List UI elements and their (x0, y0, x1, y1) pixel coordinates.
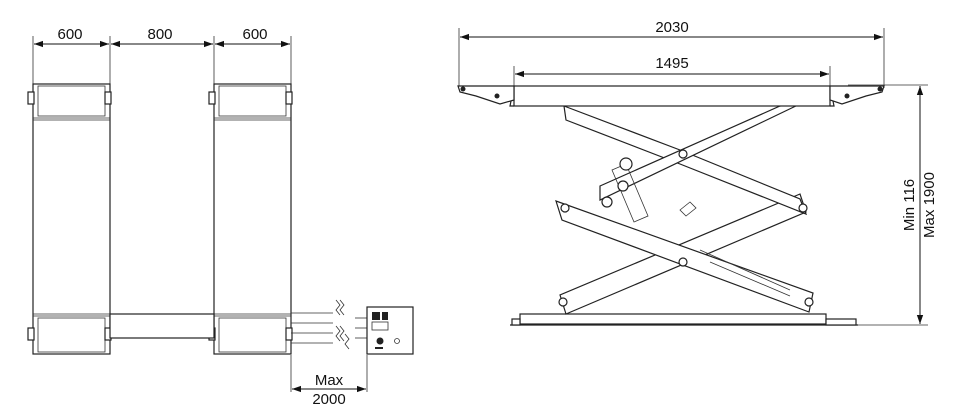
dim-platform-length-label: 1495 (655, 55, 688, 72)
hydraulic-hoses (291, 299, 367, 350)
control-unit (366, 306, 414, 355)
dim-gap-label: 800 (147, 26, 172, 43)
top-platform (509, 85, 835, 107)
dim-right-width-label: 600 (242, 26, 267, 43)
dim-left-width-label: 600 (57, 26, 82, 43)
left-platform (27, 83, 112, 355)
base-plate (510, 313, 858, 326)
dim-min-height-label: Min 116 (901, 179, 918, 231)
dim-overall-length-label: 2030 (655, 19, 688, 36)
scissor-mechanism (555, 103, 814, 315)
cross-member (109, 313, 215, 339)
side-view: 2030 1495 Min 116 Max 1900 (457, 19, 938, 326)
top-view: 600 800 600 (27, 26, 414, 407)
dim-max-label: Max (315, 372, 344, 389)
left-ramp-extension (457, 85, 515, 105)
right-platform (208, 83, 293, 355)
dim-max-height-label: Max 1900 (921, 172, 938, 238)
top-view-extension-lines (32, 36, 368, 392)
right-ramp-extension (829, 85, 885, 105)
side-view-extension-lines (458, 28, 928, 326)
dim-max-value: 2000 (312, 391, 345, 407)
